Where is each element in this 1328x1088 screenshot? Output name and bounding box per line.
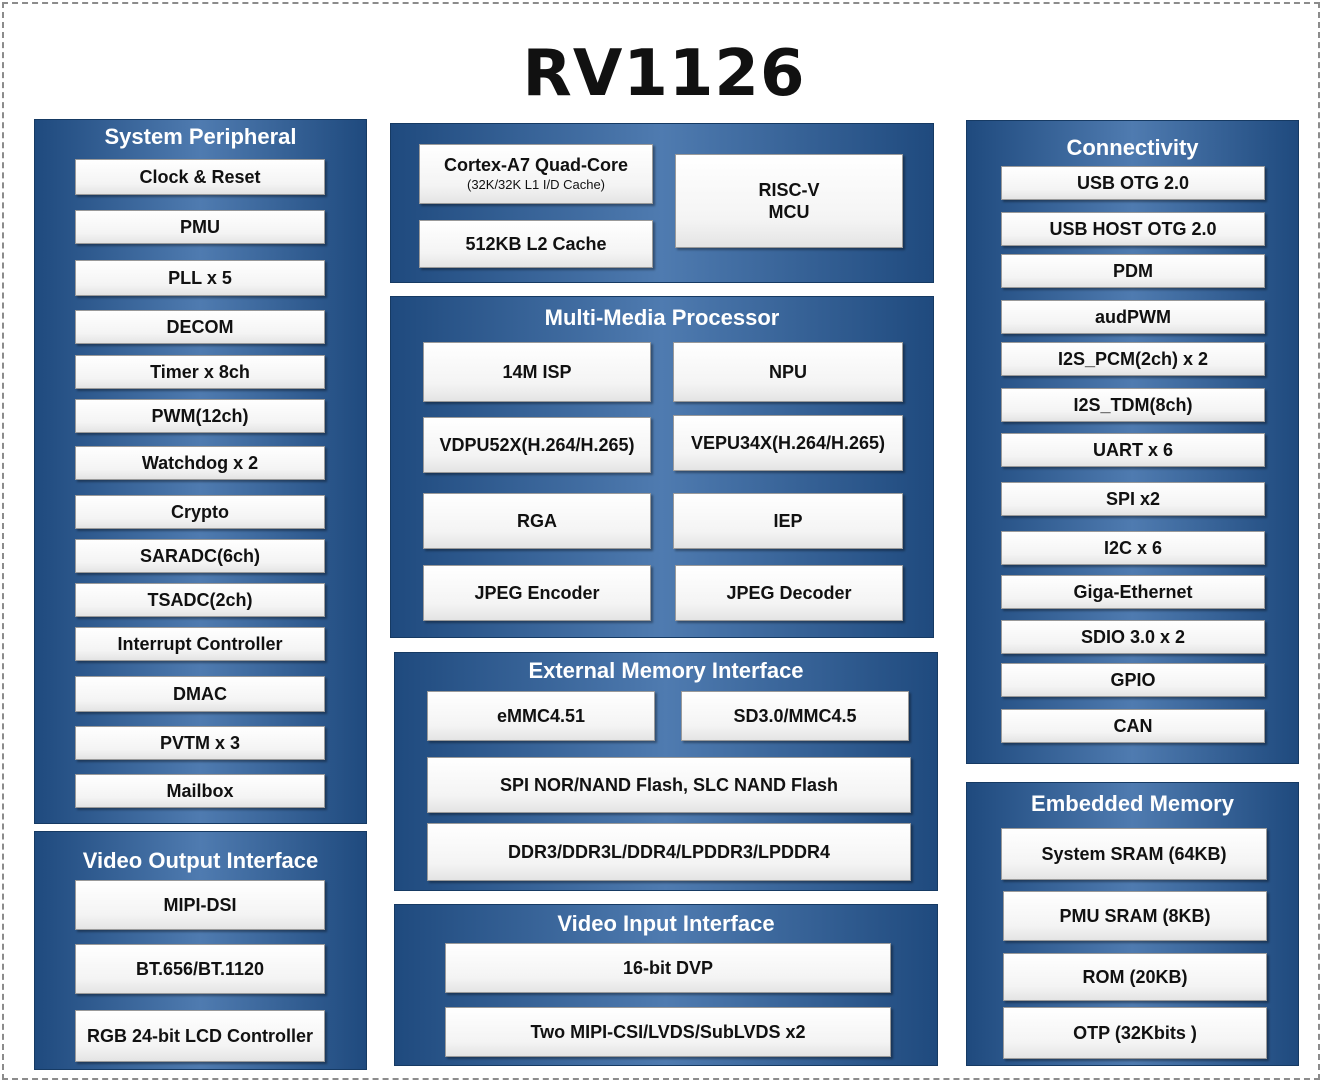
system-peripheral-panel: System Peripheral Clock & Reset PMU PLL …	[34, 119, 367, 824]
block-pdm: PDM	[1001, 254, 1265, 288]
block-mailbox: Mailbox	[75, 774, 325, 808]
block-jpeg-encoder: JPEG Encoder	[423, 565, 651, 621]
connectivity-panel: Connectivity USB OTG 2.0 USB HOST OTG 2.…	[966, 120, 1299, 764]
block-rga: RGA	[423, 493, 651, 549]
block-usb-otg: USB OTG 2.0	[1001, 166, 1265, 200]
block-spi: SPI x2	[1001, 482, 1265, 516]
video-output-panel: Video Output Interface MIPI-DSI BT.656/B…	[34, 831, 367, 1070]
block-gpio: GPIO	[1001, 663, 1265, 697]
block-spi-nand-flash: SPI NOR/NAND Flash, SLC NAND Flash	[427, 757, 911, 813]
block-sdio: SDIO 3.0 x 2	[1001, 620, 1265, 654]
mcu-line1: RISC-V	[758, 180, 820, 200]
block-ddr: DDR3/DDR3L/DDR4/LPDDR3/LPDDR4	[427, 823, 911, 881]
block-i2c: I2C x 6	[1001, 531, 1265, 565]
block-dmac: DMAC	[75, 676, 325, 712]
block-system-sram: System SRAM (64KB)	[1001, 828, 1267, 880]
multimedia-panel: Multi-Media Processor 14M ISP NPU VDPU52…	[390, 296, 934, 638]
block-risc-v-mcu: RISC-V MCU	[675, 154, 903, 248]
block-otp: OTP (32Kbits )	[1003, 1007, 1267, 1059]
block-saradc: SARADC(6ch)	[75, 539, 325, 573]
external-memory-panel: External Memory Interface eMMC4.51 SD3.0…	[394, 652, 938, 891]
block-isp: 14M ISP	[423, 342, 651, 402]
block-i2s-tdm: I2S_TDM(8ch)	[1001, 388, 1265, 422]
block-giga-ethernet: Giga-Ethernet	[1001, 575, 1265, 609]
block-interrupt-controller: Interrupt Controller	[75, 627, 325, 661]
block-pmu-sram: PMU SRAM (8KB)	[1003, 891, 1267, 941]
block-mipi-csi: Two MIPI-CSI/LVDS/SubLVDS x2	[445, 1007, 891, 1057]
block-rom: ROM (20KB)	[1003, 953, 1267, 1001]
block-cortex-a7: Cortex-A7 Quad-Core (32K/32K L1 I/D Cach…	[419, 144, 653, 204]
block-vdpu: VDPU52X(H.264/H.265)	[423, 417, 651, 473]
block-emmc: eMMC4.51	[427, 691, 655, 741]
block-jpeg-decoder: JPEG Decoder	[675, 565, 903, 621]
chip-title: RV1126	[522, 37, 806, 111]
block-npu: NPU	[673, 342, 903, 402]
block-i2s-pcm: I2S_PCM(2ch) x 2	[1001, 342, 1265, 376]
block-pmu: PMU	[75, 210, 325, 244]
block-can: CAN	[1001, 709, 1265, 743]
external-memory-title: External Memory Interface	[528, 658, 804, 683]
system-peripheral-title: System Peripheral	[104, 124, 297, 149]
block-sd-mmc: SD3.0/MMC4.5	[681, 691, 909, 741]
block-vepu: VEPU34X(H.264/H.265)	[673, 415, 903, 471]
block-pwm: PWM(12ch)	[75, 399, 325, 433]
block-usb-host-otg: USB HOST OTG 2.0	[1001, 212, 1265, 246]
block-crypto: Crypto	[75, 495, 325, 529]
block-rgb-lcd: RGB 24-bit LCD Controller	[75, 1010, 325, 1062]
video-input-panel: Video Input Interface 16-bit DVP Two MIP…	[394, 904, 938, 1066]
mcu-line2: MCU	[768, 202, 810, 222]
video-output-title: Video Output Interface	[82, 848, 319, 873]
block-mipi-dsi: MIPI-DSI	[75, 880, 325, 930]
block-timer: Timer x 8ch	[75, 355, 325, 389]
block-audpwm: audPWM	[1001, 300, 1265, 334]
connectivity-title: Connectivity	[1066, 135, 1199, 160]
block-l2-cache: 512KB L2 Cache	[419, 220, 653, 268]
cortex-cache-label: (32K/32K L1 I/D Cache)	[466, 177, 606, 192]
block-bt656: BT.656/BT.1120	[75, 944, 325, 994]
video-input-title: Video Input Interface	[557, 911, 775, 936]
block-pvtm: PVTM x 3	[75, 726, 325, 760]
block-tsadc: TSADC(2ch)	[75, 583, 325, 617]
block-iep: IEP	[673, 493, 903, 549]
embedded-memory-panel: Embedded Memory System SRAM (64KB) PMU S…	[966, 782, 1299, 1066]
block-uart: UART x 6	[1001, 433, 1265, 467]
cortex-label: Cortex-A7 Quad-Core	[443, 155, 629, 175]
embedded-memory-title: Embedded Memory	[1031, 791, 1234, 816]
cpu-panel: Cortex-A7 Quad-Core (32K/32K L1 I/D Cach…	[390, 123, 934, 283]
multimedia-title: Multi-Media Processor	[544, 305, 780, 330]
block-decom: DECOM	[75, 310, 325, 344]
block-16bit-dvp: 16-bit DVP	[445, 943, 891, 993]
block-pll: PLL x 5	[75, 260, 325, 296]
block-clock-reset: Clock & Reset	[75, 159, 325, 195]
block-watchdog: Watchdog x 2	[75, 446, 325, 480]
